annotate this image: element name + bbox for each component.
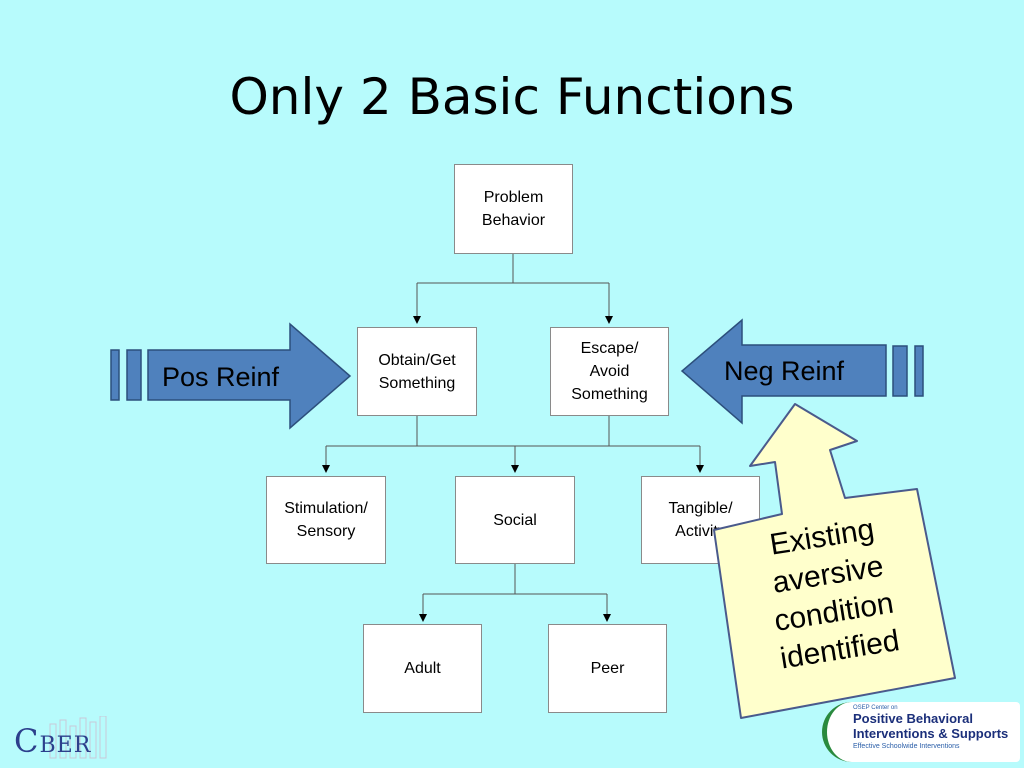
box-label: Activity [675, 523, 726, 540]
callout-arrow [713, 403, 956, 719]
box-adult: Adult [363, 624, 482, 713]
box-stimulation: Stimulation/Sensory [266, 476, 386, 564]
cber-initial: C [14, 722, 40, 760]
box-label: Social [493, 511, 537, 529]
neg-reinf-label: Neg Reinf [724, 356, 845, 386]
box-label: Sensory [296, 523, 356, 540]
cber-rest: BER [39, 733, 92, 758]
box-label: Something [571, 386, 648, 403]
box-label: Avoid [589, 363, 630, 380]
pbis-logo-line: Interventions & Supports [853, 726, 1009, 741]
pbis-logo-line: OSEP Center on [853, 705, 898, 711]
pbis-logo: OSEP Center on Positive Behavioral Inter… [822, 702, 1020, 762]
pos-reinf-label: Pos Reinf [162, 362, 280, 392]
cber-logo-text: CBER [14, 722, 91, 760]
box-social: Social [455, 476, 575, 564]
box-label: Something [378, 374, 456, 392]
pbis-logo-line: Effective Schoolwide Interventions [853, 743, 960, 750]
box-label: Adult [404, 660, 441, 677]
neg-reinf-arrow [680, 318, 924, 425]
box-label: Peer [590, 660, 625, 677]
cber-logo-bars [10, 716, 112, 760]
box-label: Escape/ [580, 340, 639, 357]
pbis-logo-line: Positive Behavioral [853, 711, 973, 726]
box-label: Stimulation/ [284, 500, 368, 517]
pos-reinf-arrow [110, 322, 352, 430]
box-label: Problem [483, 189, 544, 206]
callout-text: Existing aversive condition identified [725, 504, 936, 684]
box-label: Behavior [481, 212, 546, 229]
slide-title: Only 2 Basic Functions [229, 68, 795, 126]
box-label: Obtain/Get [378, 351, 456, 369]
box-label: Tangible/ [668, 500, 733, 517]
box-peer: Peer [548, 624, 667, 713]
cber-logo: CBER [10, 716, 112, 760]
